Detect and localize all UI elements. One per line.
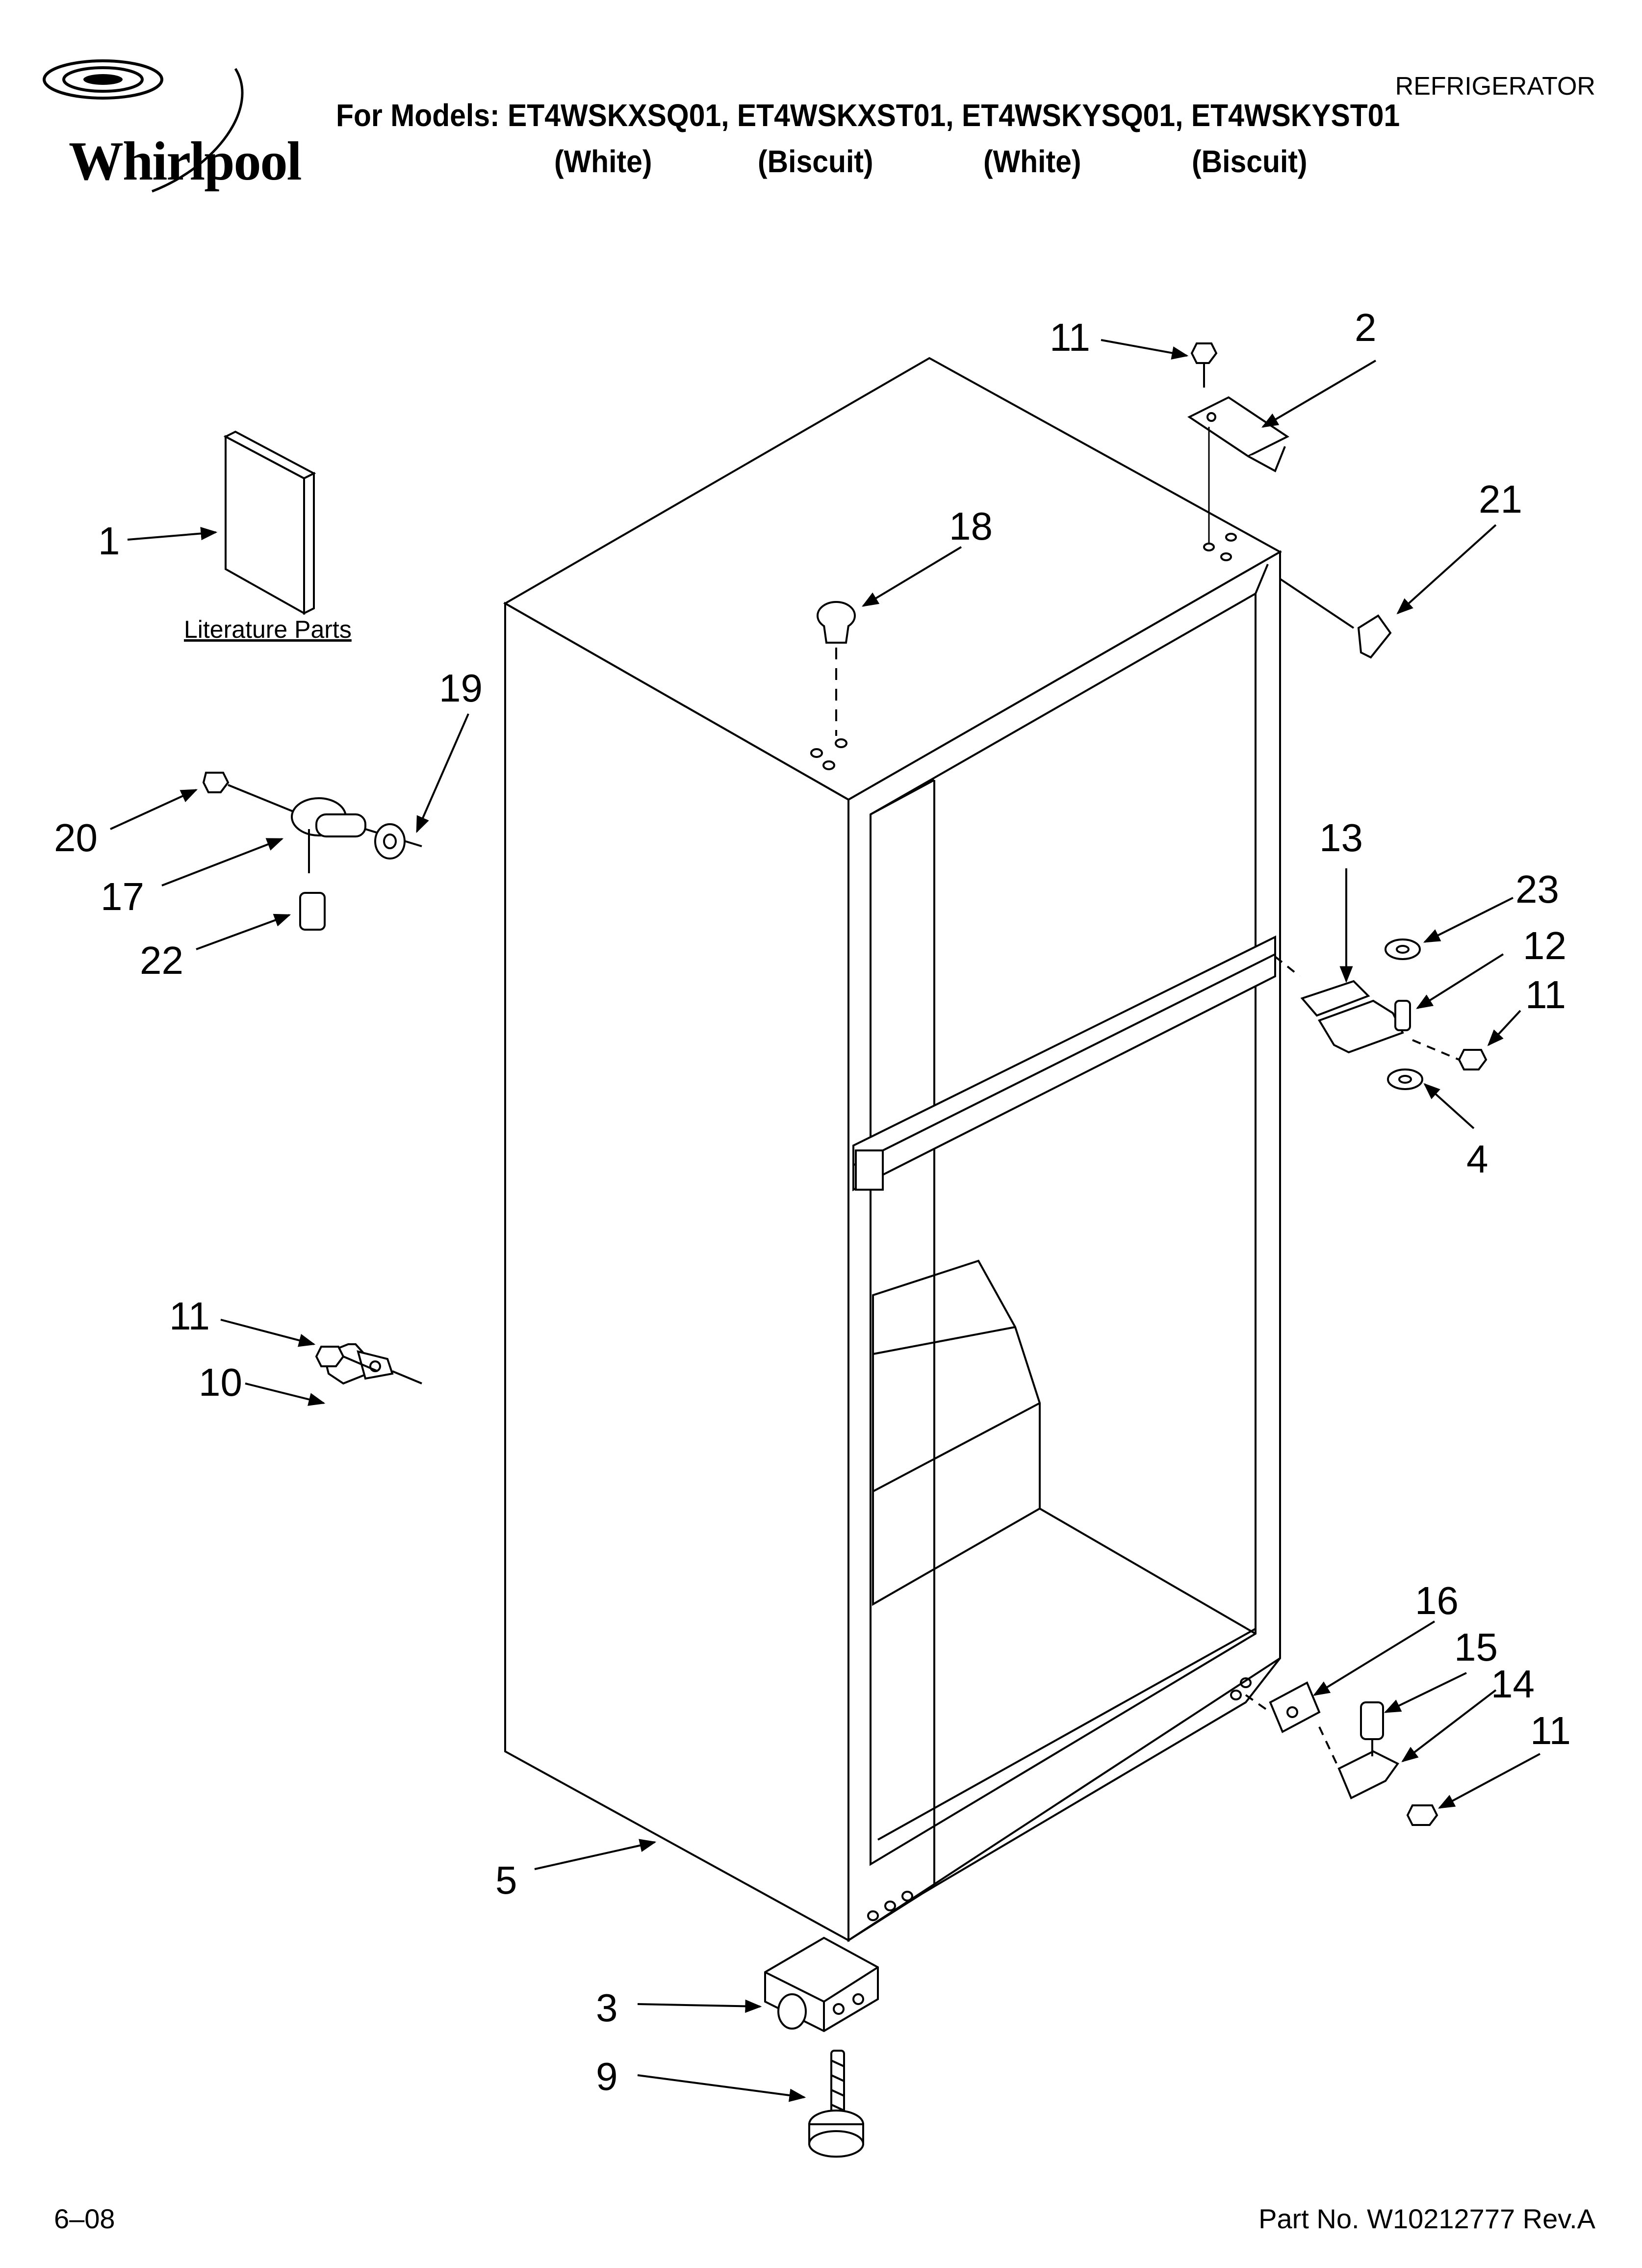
divider-rail xyxy=(853,937,1275,1190)
callout-10: 10 xyxy=(199,1360,242,1404)
part-number: Part No. W10212777 Rev.A xyxy=(1258,2203,1595,2234)
whirlpool-swirl-icon xyxy=(29,49,324,216)
callout-22: 22 xyxy=(140,938,183,982)
callout-3: 3 xyxy=(596,1986,618,2030)
callout-leaders xyxy=(110,340,1540,2102)
model-color-3: (White) xyxy=(983,144,1081,179)
refrigerator-cabinet xyxy=(505,358,1280,1940)
cabinet-left-side xyxy=(505,603,848,1940)
model-color-4: (Biscuit) xyxy=(1192,144,1308,179)
bottom-hinge-icon xyxy=(1246,1683,1437,1825)
callout-11-center: 11 xyxy=(1525,973,1566,1017)
models-line: For Models: ET4WSKXSQ01, ET4WSKXST01, ET… xyxy=(336,98,1400,133)
callout-23: 23 xyxy=(1515,867,1559,911)
literature-book-icon xyxy=(226,432,314,613)
brand-name: Whirlpool xyxy=(69,131,302,192)
callout-11-bottom: 11 xyxy=(1530,1709,1571,1752)
category-label: REFRIGERATOR xyxy=(1395,72,1595,101)
whirlpool-logo: Whirlpool xyxy=(29,49,324,216)
callout-13: 13 xyxy=(1319,816,1363,860)
callout-18: 18 xyxy=(949,504,993,548)
callout-9: 9 xyxy=(596,2055,618,2098)
model-color-2: (Biscuit) xyxy=(758,144,873,179)
callout-12: 12 xyxy=(1523,924,1566,967)
revision-date: 6–08 xyxy=(54,2203,115,2234)
callout-11-top: 11 xyxy=(1050,315,1090,359)
callout-1: 1 xyxy=(98,519,120,563)
callout-4: 4 xyxy=(1466,1137,1488,1181)
callout-2: 2 xyxy=(1355,306,1377,349)
center-hinge-icon xyxy=(1275,939,1486,1089)
callout-17: 17 xyxy=(101,875,144,918)
callout-20: 20 xyxy=(54,816,98,860)
leveling-leg-icon xyxy=(809,2051,863,2157)
callout-5: 5 xyxy=(495,1858,517,1902)
door-stop-assembly-icon xyxy=(204,773,422,930)
plug-button-icon xyxy=(818,602,855,736)
literature-parts-label: Literature Parts xyxy=(184,616,352,643)
callout-16: 16 xyxy=(1415,1579,1459,1622)
callout-14: 14 xyxy=(1491,1662,1535,1706)
handle-clip-screw-icon xyxy=(316,1347,378,1371)
callout-19: 19 xyxy=(439,666,483,710)
roller-assembly-icon xyxy=(765,1938,878,2031)
top-hinge-screw-icon xyxy=(1192,343,1216,388)
callout-21: 21 xyxy=(1479,477,1522,521)
top-hinge-bracket-icon xyxy=(1189,397,1287,471)
callout-15: 15 xyxy=(1454,1625,1498,1669)
hinge-cover-icon xyxy=(1280,579,1390,657)
model-color-1: (White) xyxy=(554,144,652,179)
callout-11-left: 11 xyxy=(169,1294,210,1338)
